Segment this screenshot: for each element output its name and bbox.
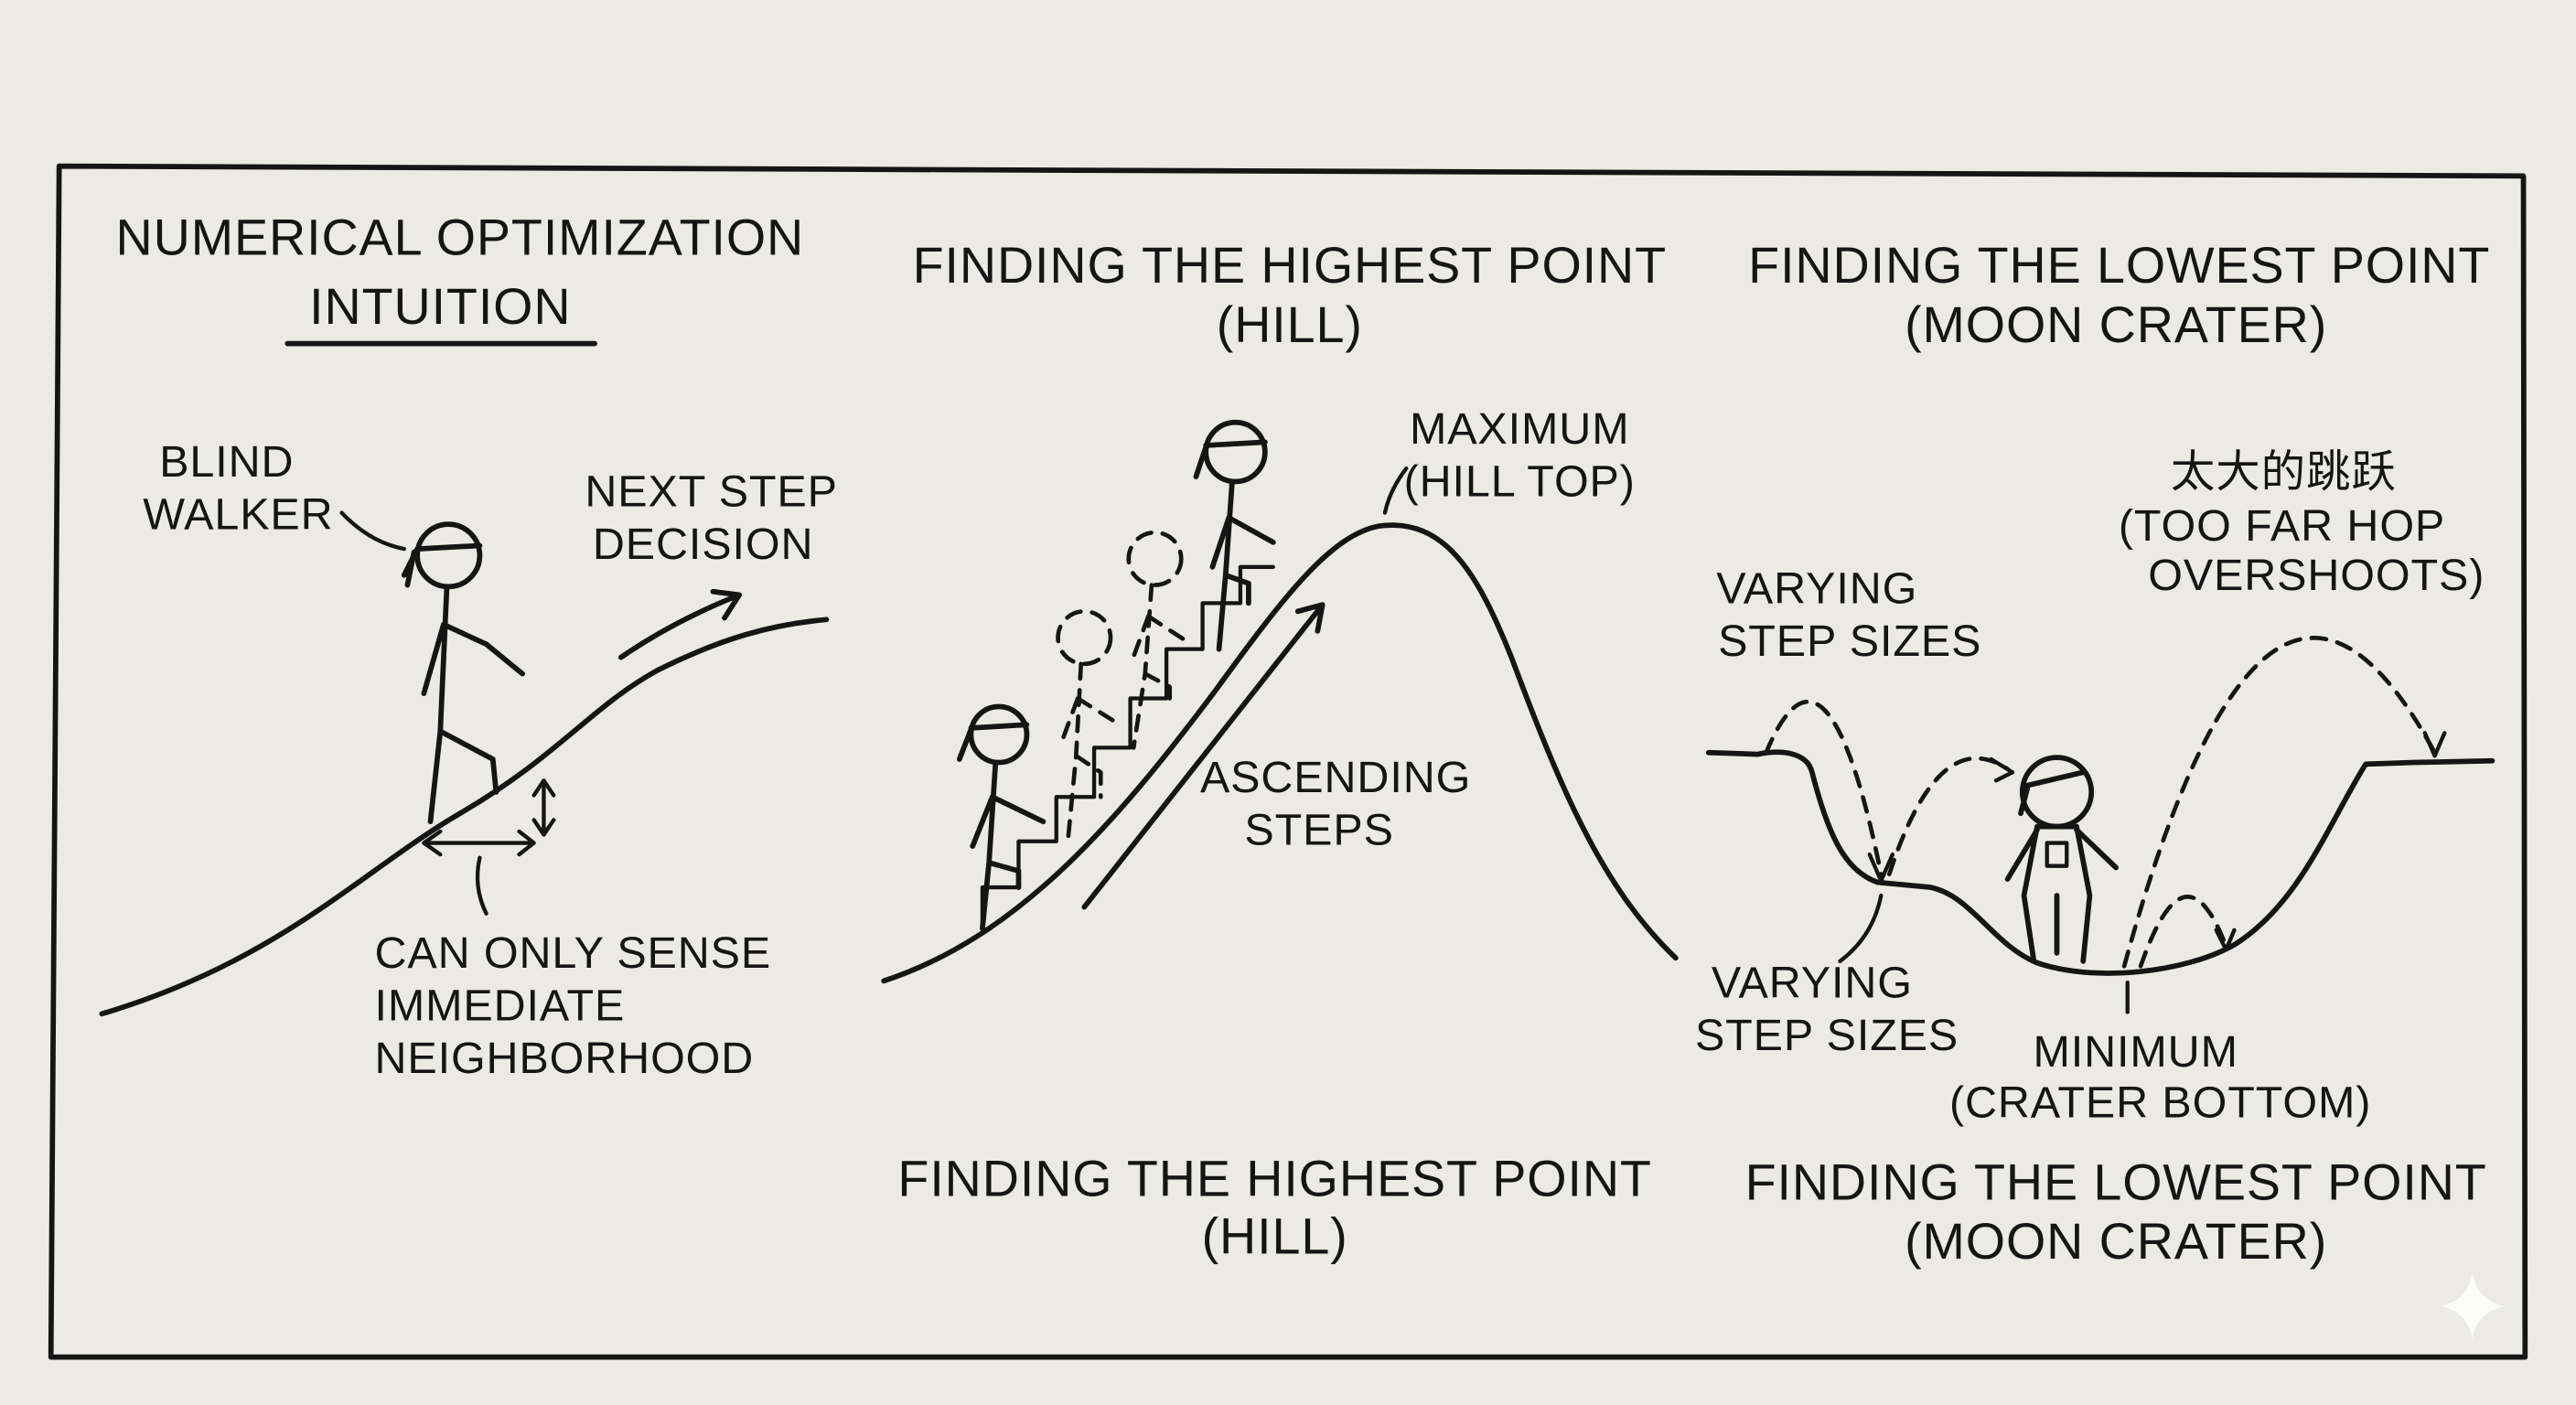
slope-curve bbox=[99, 617, 830, 1017]
label-step-sizes-bottom: STEP SIZES bbox=[1695, 1011, 1959, 1060]
crater-curve bbox=[1705, 749, 2496, 976]
label-decision: DECISION bbox=[593, 520, 813, 569]
middle-title-line1: FINDING THE HIGHEST POINT bbox=[913, 237, 1667, 294]
blind-walker-figure bbox=[401, 521, 525, 825]
label-step-sizes-top: STEP SIZES bbox=[1718, 617, 1981, 666]
sense-leader-line bbox=[475, 855, 488, 916]
label-varying-top: VARYING bbox=[1716, 563, 1917, 613]
climber-figure-1 bbox=[956, 703, 1046, 931]
sparkle-icon bbox=[2439, 1273, 2506, 1339]
right-bottom-title-line1: FINDING THE LOWEST POINT bbox=[1745, 1153, 2487, 1210]
label-overshoot-chinese: 太大的跳跃 bbox=[2171, 447, 2397, 497]
hop-arrowheads-icon bbox=[1867, 731, 2447, 952]
walker-leader-line bbox=[339, 510, 406, 552]
vertical-double-arrow-icon bbox=[531, 778, 556, 837]
climber-figure-2-ghost bbox=[1056, 608, 1120, 844]
left-title-line1: NUMERICAL OPTIMIZATION bbox=[116, 209, 805, 266]
right-title-line1: FINDING THE LOWEST POINT bbox=[1748, 237, 2490, 294]
label-crater-bottom: (CRATER BOTTOM) bbox=[1949, 1078, 2371, 1127]
right-panel: FINDING THE LOWEST POINT (MOON CRATER) V… bbox=[1695, 237, 2496, 1270]
middle-title-line2: (HILL) bbox=[1217, 296, 1363, 353]
right-title-line2: (MOON CRATER) bbox=[1905, 296, 2327, 353]
label-neighborhood: NEIGHBORHOOD bbox=[374, 1034, 754, 1083]
label-maximum: MAXIMUM bbox=[1410, 404, 1630, 454]
hill-curve bbox=[881, 522, 1679, 984]
label-overshoots: OVERSHOOTS) bbox=[2148, 551, 2485, 600]
ascending-arrow-icon bbox=[1081, 602, 1326, 910]
label-steps: STEPS bbox=[1244, 805, 1393, 854]
label-ascending: ASCENDING bbox=[1200, 753, 1471, 802]
frame-border bbox=[48, 163, 2528, 1360]
hop-arc-1 bbox=[1764, 699, 1884, 877]
overshoot-hop-arc bbox=[2121, 636, 2437, 969]
label-varying-bottom: VARYING bbox=[1712, 958, 1913, 1007]
small-hop-arc bbox=[2138, 895, 2228, 969]
climber-figure-4 bbox=[1193, 419, 1276, 652]
label-can-only-sense: CAN ONLY SENSE bbox=[374, 928, 771, 978]
middle-panel: FINDING THE HIGHEST POINT (HILL) MAXIMUM… bbox=[881, 237, 1679, 1265]
label-next-step: NEXT STEP bbox=[585, 467, 838, 516]
maximum-leader-line bbox=[1382, 466, 1409, 515]
astronaut-figure bbox=[2004, 755, 2120, 964]
label-blind: BLIND bbox=[159, 437, 294, 487]
left-title-line2: INTUITION bbox=[309, 278, 571, 335]
label-walker: WALKER bbox=[143, 490, 333, 540]
hop-arc-2 bbox=[1886, 756, 2010, 877]
right-bottom-title-line2: (MOON CRATER) bbox=[1905, 1213, 2327, 1270]
label-too-far-hop: (TOO FAR HOP bbox=[2119, 501, 2445, 551]
label-minimum: MINIMUM bbox=[2034, 1027, 2238, 1077]
varying-bottom-leader-line bbox=[1838, 893, 1884, 964]
next-step-arrow-icon bbox=[617, 588, 743, 660]
left-panel: NUMERICAL OPTIMIZATION INTUITION BLIND W… bbox=[99, 209, 838, 1083]
climber-figure-3-ghost bbox=[1126, 530, 1188, 750]
label-hill-top: (HILL TOP) bbox=[1404, 457, 1636, 507]
stairs bbox=[980, 564, 1275, 931]
horizontal-double-arrow-icon bbox=[422, 829, 536, 857]
middle-bottom-title-line2: (HILL) bbox=[1202, 1208, 1348, 1265]
middle-bottom-title-line1: FINDING THE HIGHEST POINT bbox=[897, 1151, 1651, 1207]
label-immediate: IMMEDIATE bbox=[374, 981, 625, 1031]
